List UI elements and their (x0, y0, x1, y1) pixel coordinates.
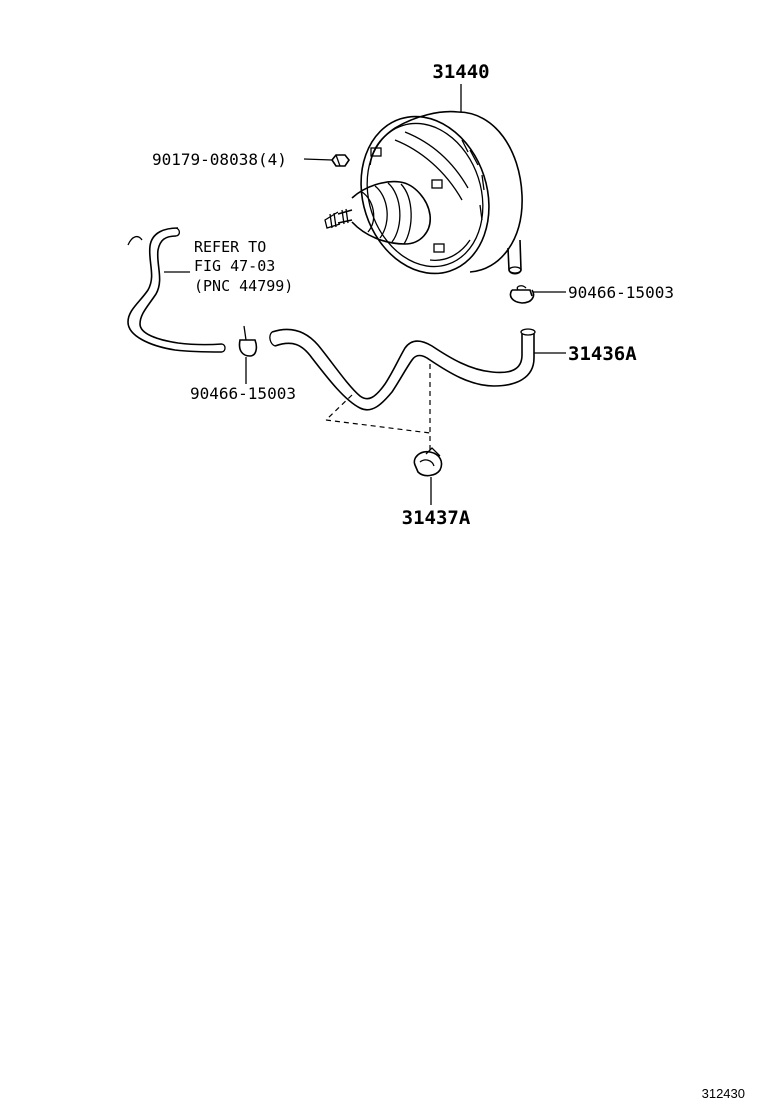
reference-line-1: REFER TO (194, 238, 266, 256)
figure-id: 312430 (702, 1086, 745, 1101)
part-number-nut: 90179-08038(4) (152, 150, 287, 169)
reference-line-3: (PNC 44799) (194, 277, 293, 295)
leader-lines (164, 84, 566, 505)
part-number-check-valve: 31437A (402, 507, 471, 529)
part-number-hose: 31436A (568, 343, 637, 365)
clamp-left-illustration (238, 325, 258, 357)
brake-booster-illustration (324, 110, 523, 275)
check-valve-illustration (413, 447, 443, 477)
part-number-clamp-right: 90466-15003 (568, 283, 674, 302)
reference-hose-illustration (127, 227, 226, 353)
part-number-booster: 31440 (432, 61, 489, 83)
reference-line-2: FIG 47-03 (194, 257, 275, 275)
clamp-right-illustration (509, 285, 535, 304)
vacuum-hose-illustration (269, 328, 536, 411)
part-number-clamp-left: 90466-15003 (190, 384, 296, 403)
nut-illustration (331, 154, 350, 167)
